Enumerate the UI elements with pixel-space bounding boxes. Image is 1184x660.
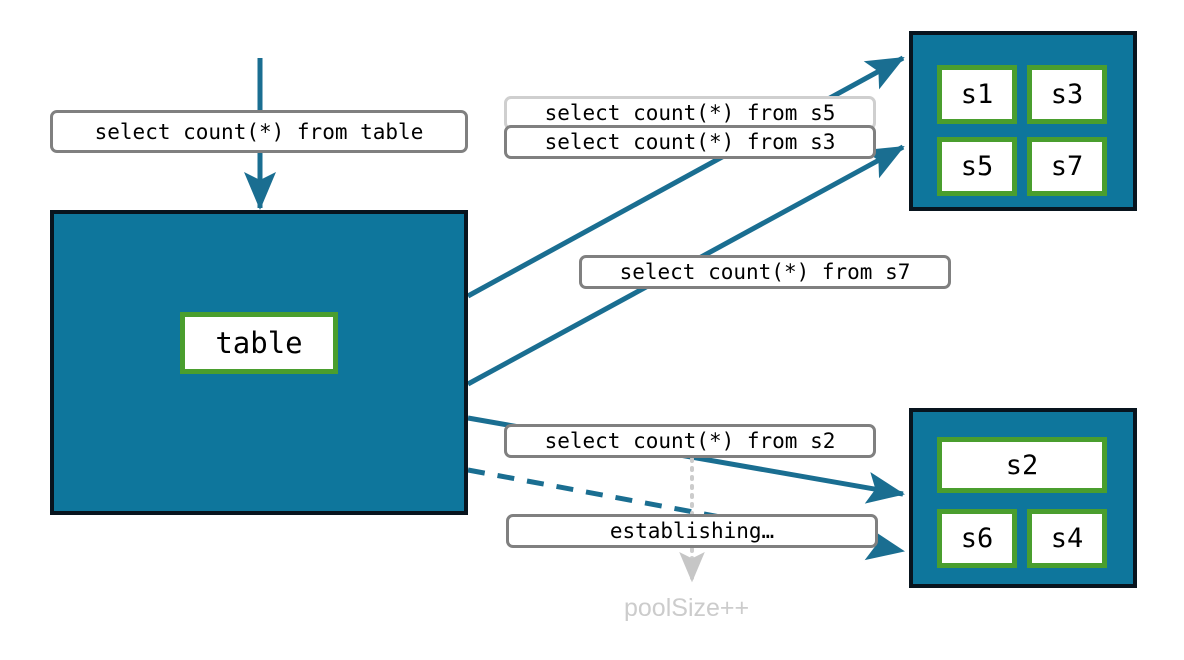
table-container[interactable]	[50, 210, 468, 515]
poolsize-annotation: poolSize++	[624, 594, 749, 623]
shard-s1[interactable]: s1	[937, 65, 1017, 124]
shard-s6[interactable]: s6	[937, 509, 1017, 568]
label-query-s7[interactable]: select count(*) from s7	[579, 255, 951, 289]
table-node[interactable]: table	[180, 312, 338, 374]
shard-s3[interactable]: s3	[1027, 65, 1107, 124]
shard-s4[interactable]: s4	[1027, 509, 1107, 568]
shard-s7[interactable]: s7	[1027, 137, 1107, 196]
label-query-s3[interactable]: select count(*) from s3	[504, 125, 876, 159]
label-establishing[interactable]: establishing…	[506, 514, 878, 548]
label-incoming-query[interactable]: select count(*) from table	[50, 110, 468, 153]
label-query-s2[interactable]: select count(*) from s2	[504, 424, 876, 458]
shard-s2[interactable]: s2	[937, 437, 1107, 493]
poolsize-text: poolSize++	[624, 594, 750, 622]
shard-s5[interactable]: s5	[937, 137, 1017, 196]
spellcheck-underline-icon	[624, 622, 749, 627]
